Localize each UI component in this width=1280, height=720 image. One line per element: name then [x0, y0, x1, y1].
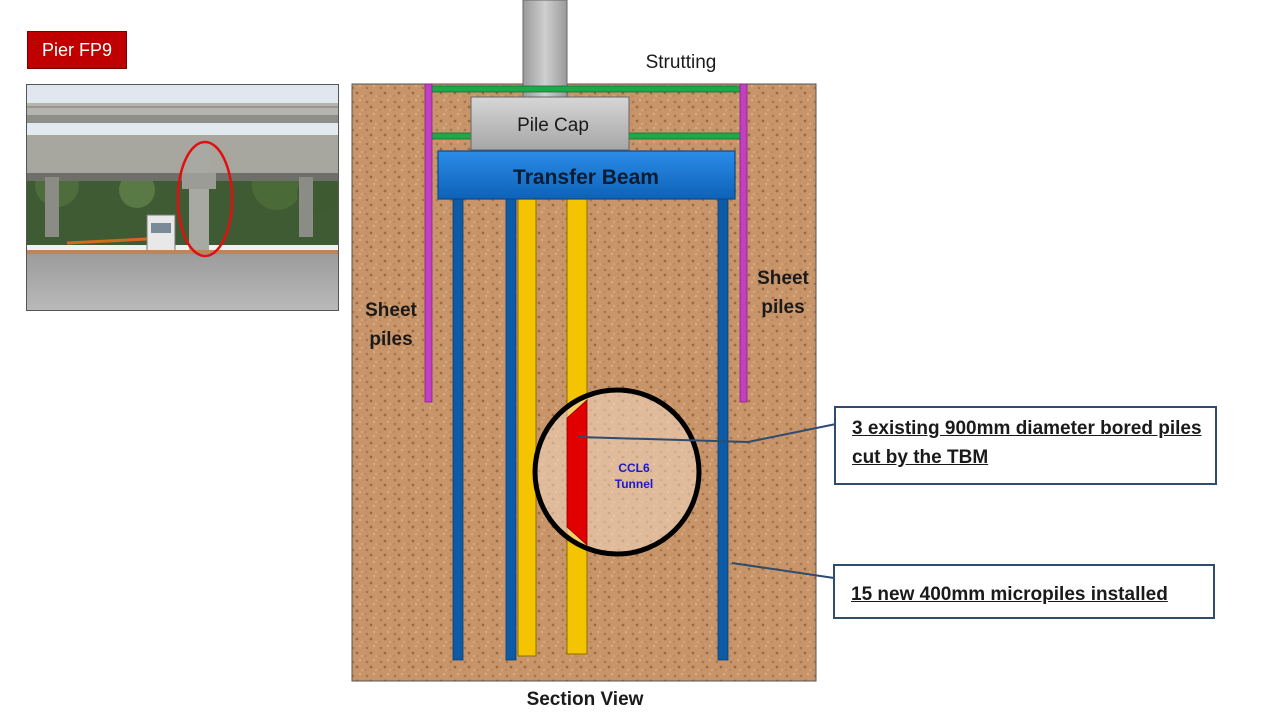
pier-column — [522, 0, 568, 99]
cut-pile-section — [566, 399, 588, 546]
callout-existing-piles: 3 existing 900mm diameter bored piles cu… — [834, 406, 1217, 485]
callout-new-micropiles: 15 new 400mm micropiles installed — [833, 564, 1215, 619]
tunnel-label-line2: Tunnel — [615, 477, 653, 491]
tunnel-label-line1: CCL6 — [618, 461, 650, 475]
callout-leader-1 — [577, 423, 837, 444]
pile-cap — [470, 96, 630, 151]
transfer-beam-label: Transfer Beam — [513, 166, 659, 189]
sheet-pile-right — [739, 83, 748, 403]
bored-pile — [517, 197, 537, 657]
pier-photo — [26, 84, 339, 311]
micropile — [717, 197, 729, 661]
strutting-label: Strutting — [645, 52, 717, 73]
section-view-label: Section View — [526, 689, 644, 710]
sheet-piles-right-label: Sheet piles — [757, 268, 809, 318]
micropile — [452, 197, 464, 661]
sheet-piles-left-label: Sheet piles — [365, 300, 417, 350]
callout-new-micropiles-text: 15 new 400mm micropiles installed — [851, 584, 1168, 605]
callout-existing-piles-text: 3 existing 900mm diameter bored piles cu… — [852, 418, 1202, 468]
pier-label: Pier FP9 — [27, 31, 127, 69]
tunnel-circle — [532, 387, 702, 557]
pile-cap-label: Pile Cap — [517, 115, 589, 136]
micropile — [505, 197, 517, 661]
pier-photo-image — [27, 85, 338, 310]
callout-leader-2 — [731, 562, 835, 579]
sheet-pile-left — [424, 83, 433, 403]
transfer-beam — [437, 150, 736, 200]
strut-top — [427, 85, 743, 93]
